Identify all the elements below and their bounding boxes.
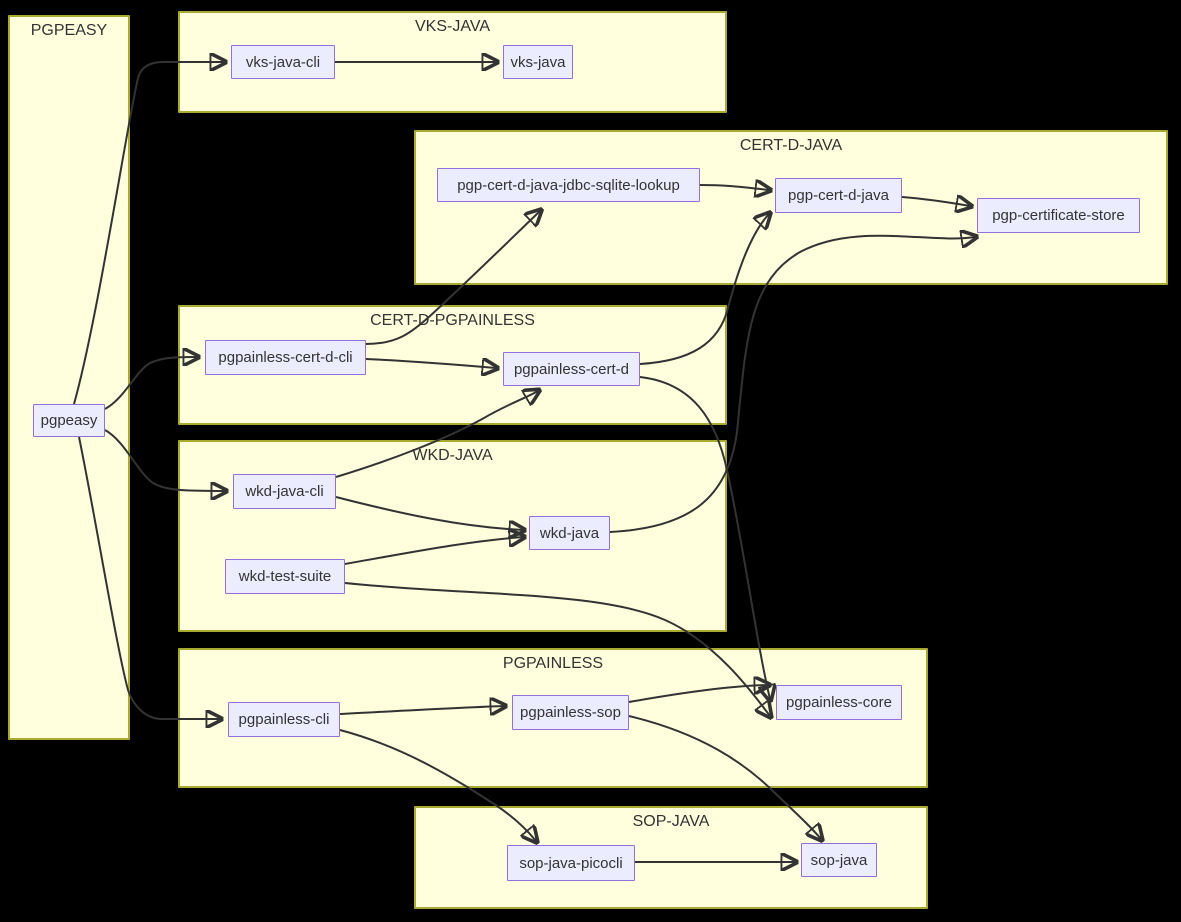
edge-pgpeasy-to-pgpainless-cli <box>78 436 220 719</box>
node-pgpainless-cli: pgpainless-cli <box>228 702 340 737</box>
group-title-pgpeasy: PGPEASY <box>30 22 108 39</box>
group-title-sop-java: SOP-JAVA <box>632 813 710 830</box>
edge-wkd-java-cli-to-wkd-java <box>335 496 523 530</box>
node-pgpainless-core: pgpainless-core <box>776 685 902 720</box>
edge-wkd-java-cli-to-pgpainless-cert-d <box>335 391 538 478</box>
edge-pgpainless-cert-d-cli-to-pgpainless-cert-d <box>365 359 496 368</box>
edge-wkd-test-suite-to-pgpainless-core <box>344 582 770 716</box>
edge-pgp-cert-d-java-jdbc-sqlite-lookup-to-pgp-cert-d-java <box>699 185 769 190</box>
node-pgp-cert-d-java-jdbc-sqlite-lookup: pgp-cert-d-java-jdbc-sqlite-lookup <box>437 168 700 202</box>
node-wkd-test-suite: wkd-test-suite <box>225 559 345 594</box>
group-title-cert-d-java: CERT-D-JAVA <box>739 137 843 154</box>
node-wkd-java: wkd-java <box>529 516 610 550</box>
node-wkd-java-cli: wkd-java-cli <box>233 474 336 509</box>
edge-pgpeasy-to-pgpainless-cert-d-cli <box>104 357 197 410</box>
group-wkd-java: WKD-JAVA <box>178 440 727 632</box>
group-title-vks-java: VKS-JAVA <box>415 18 490 35</box>
group-pgpeasy: PGPEASY <box>8 15 130 740</box>
edge-pgpainless-sop-to-pgpainless-core <box>628 685 768 703</box>
edge-pgpainless-cli-to-sop-java-picocli <box>339 729 536 841</box>
edge-pgpainless-cert-d-cli-to-pgp-cert-d-java-jdbc-sqlite-lookup <box>365 211 540 345</box>
edge-pgpeasy-to-wkd-java-cli <box>104 429 225 491</box>
edge-pgpainless-cert-d-to-pgp-cert-d-java <box>639 214 769 365</box>
edge-wkd-test-suite-to-wkd-java <box>344 537 523 565</box>
node-vks-java-cli: vks-java-cli <box>231 45 335 79</box>
node-sop-java-picocli: sop-java-picocli <box>507 845 635 881</box>
node-vks-java: vks-java <box>503 45 573 79</box>
node-pgp-certificate-store: pgp-certificate-store <box>977 198 1140 233</box>
group-title-cert-d-pgpainless: CERT-D-PGPAINLESS <box>370 312 535 329</box>
edge-pgpainless-cert-d-to-pgpainless-core <box>639 376 770 699</box>
edge-pgpainless-cli-to-pgpainless-sop <box>339 706 504 714</box>
node-pgpainless-cert-d-cli: pgpainless-cert-d-cli <box>205 340 366 375</box>
node-pgpainless-sop: pgpainless-sop <box>512 695 629 730</box>
group-title-wkd-java: WKD-JAVA <box>412 447 493 464</box>
edge-pgp-cert-d-java-to-pgp-certificate-store <box>901 197 970 206</box>
edge-pgpainless-sop-to-sop-java <box>628 715 821 839</box>
node-pgp-cert-d-java: pgp-cert-d-java <box>775 178 902 213</box>
group-title-pgpainless: PGPAINLESS <box>502 655 604 672</box>
node-pgpeasy: pgpeasy <box>33 404 105 437</box>
edge-wkd-java-to-pgp-certificate-store <box>609 236 975 533</box>
node-pgpainless-cert-d: pgpainless-cert-d <box>503 352 640 386</box>
node-sop-java: sop-java <box>801 843 877 877</box>
edge-pgpeasy-to-vks-java-cli <box>73 62 224 405</box>
